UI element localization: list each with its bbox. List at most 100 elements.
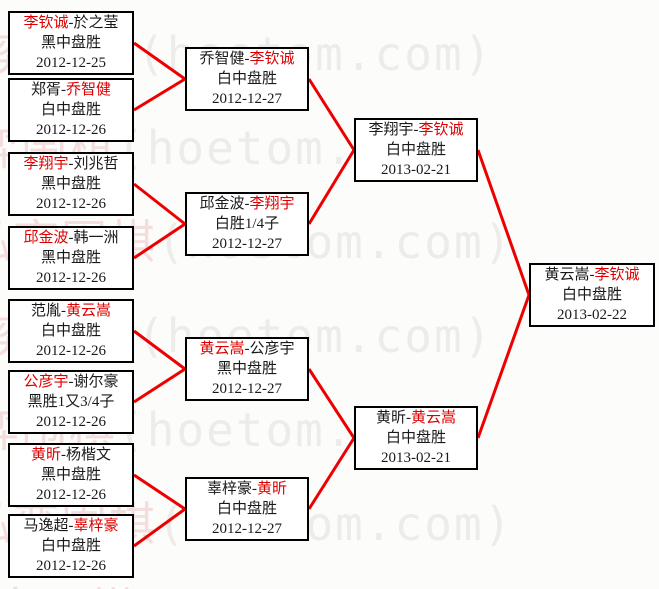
player-name: 黄昕 (257, 481, 288, 497)
players-separator: - (68, 15, 74, 31)
player-name: 於之莹 (73, 15, 119, 31)
match-players: 李钦诚-於之莹 (10, 13, 132, 33)
match-date: 2013-02-21 (381, 450, 451, 466)
player-name: 李钦诚 (594, 267, 640, 283)
match-date: 2012-12-25 (36, 55, 106, 71)
player-name: 黄云嵩 (199, 341, 245, 357)
match-date: 2012-12-26 (36, 196, 106, 212)
match-date: 2012-12-26 (36, 270, 106, 286)
player-name: 韩一洲 (73, 230, 119, 246)
player-name: 辜梓豪 (73, 518, 119, 534)
connector-line (133, 41, 186, 81)
match-result: 白胜1/4子 (214, 216, 280, 232)
player-name: 黄云嵩 (411, 410, 457, 426)
player-name: 杨楷文 (66, 447, 112, 463)
match-box-semifinal-1: 李翔宇-李钦诚 白中盘胜 2013-02-21 (354, 118, 478, 182)
players-separator: - (244, 51, 250, 67)
player-name: 李翔宇 (249, 196, 295, 212)
players-separator: - (61, 303, 66, 319)
match-result: 黑中盘胜 (40, 467, 101, 483)
match-box-round2-2: 邱金波-李翔宇 白胜1/4子 2012-12-27 (185, 192, 309, 256)
match-players: 黄昕-杨楷文 (10, 445, 132, 465)
match-box-round1-2: 郑胥-乔智健 白中盘胜 2012-12-26 (8, 78, 134, 142)
player-name: 黄云嵩 (544, 267, 590, 283)
match-result: 白中盘胜 (385, 430, 446, 446)
watermark-latin-text: (hoetom.com) (137, 583, 493, 589)
watermark-cjk-text: 泓弈围棋 (0, 583, 137, 589)
match-result: 白中盘胜 (40, 323, 101, 339)
players-separator: - (68, 156, 74, 172)
match-date: 2012-12-27 (212, 521, 282, 537)
players-separator: - (61, 447, 66, 463)
players-separator: - (61, 82, 66, 98)
match-box-final: 黄云嵩-李钦诚 白中盘胜 2013-02-22 (529, 263, 655, 327)
player-name: 辜梓豪 (206, 481, 252, 497)
player-name: 公彦宇 (23, 374, 69, 390)
match-box-round1-8: 马逸超-辜梓豪 白中盘胜 2012-12-26 (8, 514, 134, 578)
match-result: 黑中盘胜 (40, 176, 101, 192)
player-name: 李钦诚 (249, 51, 295, 67)
match-box-round2-4: 辜梓豪-黄昕 白中盘胜 2012-12-27 (185, 477, 309, 541)
players-separator: - (244, 196, 250, 212)
match-box-round1-4: 邱金波-韩一洲 黑中盘胜 2012-12-26 (8, 226, 134, 290)
player-name: 乔智健 (199, 51, 245, 67)
match-result: 白中盘胜 (216, 501, 277, 517)
match-date: 2012-12-26 (36, 122, 106, 138)
match-result: 白中盘胜 (40, 102, 101, 118)
players-separator: - (68, 374, 74, 390)
match-result: 黑中盘胜 (40, 35, 101, 51)
match-result: 白中盘胜 (385, 142, 446, 158)
match-date: 2012-12-26 (36, 414, 106, 430)
players-separator: - (589, 267, 595, 283)
player-name: 公彦宇 (249, 341, 295, 357)
match-players: 范胤-黄云嵩 (10, 301, 132, 321)
match-players: 邱金波-韩一洲 (10, 228, 132, 248)
match-players: 李翔宇-刘兆哲 (10, 154, 132, 174)
match-date: 2012-12-27 (212, 236, 282, 252)
match-players: 乔智健-李钦诚 (187, 49, 307, 69)
players-separator: - (413, 122, 419, 138)
match-result: 黑胜1又3/4子 (27, 394, 115, 410)
match-box-round2-1: 乔智健-李钦诚 白中盘胜 2012-12-27 (185, 47, 309, 111)
match-box-round1-5: 范胤-黄云嵩 白中盘胜 2012-12-26 (8, 299, 134, 363)
player-name: 刘兆哲 (73, 156, 119, 172)
match-box-round1-7: 黄昕-杨楷文 黑中盘胜 2012-12-26 (8, 443, 134, 507)
match-players: 邱金波-李翔宇 (187, 194, 307, 214)
match-result: 黑中盘胜 (216, 361, 277, 377)
match-result: 白中盘胜 (40, 538, 101, 554)
match-players: 黄昕-黄云嵩 (356, 408, 476, 428)
player-name: 黄昕 (30, 447, 61, 463)
match-players: 辜梓豪-黄昕 (187, 479, 307, 499)
match-date: 2012-12-26 (36, 487, 106, 503)
players-separator: - (68, 230, 74, 246)
match-players: 公彦宇-谢尔豪 (10, 372, 132, 392)
match-date: 2013-02-21 (381, 162, 451, 178)
players-separator: - (244, 341, 250, 357)
connector-line (307, 149, 356, 225)
match-result: 白中盘胜 (216, 71, 277, 87)
match-date: 2012-12-27 (212, 381, 282, 397)
match-box-round1-3: 李翔宇-刘兆哲 黑中盘胜 2012-12-26 (8, 152, 134, 216)
connector-line (133, 182, 186, 226)
player-name: 黄云嵩 (66, 303, 112, 319)
player-name: 邱金波 (23, 230, 69, 246)
players-separator: - (252, 481, 257, 497)
match-result: 白中盘胜 (561, 287, 622, 303)
match-players: 郑胥-乔智健 (10, 80, 132, 100)
match-date: 2012-12-26 (36, 558, 106, 574)
connector-line (307, 368, 356, 439)
connector-line (476, 294, 531, 439)
player-name: 李翔宇 (368, 122, 414, 138)
player-name: 郑胥 (30, 82, 61, 98)
connector-line (133, 329, 186, 371)
players-separator: - (68, 518, 74, 534)
connector-line (133, 367, 186, 404)
connector-line (133, 507, 186, 548)
player-name: 马逸超 (23, 518, 69, 534)
player-name: 李翔宇 (23, 156, 69, 172)
match-result: 黑中盘胜 (40, 250, 101, 266)
match-box-round1-6: 公彦宇-谢尔豪 黑胜1又3/4子 2012-12-26 (8, 370, 134, 434)
match-box-round2-3: 黄云嵩-公彦宇 黑中盘胜 2012-12-27 (185, 337, 309, 401)
match-players: 李翔宇-李钦诚 (356, 120, 476, 140)
